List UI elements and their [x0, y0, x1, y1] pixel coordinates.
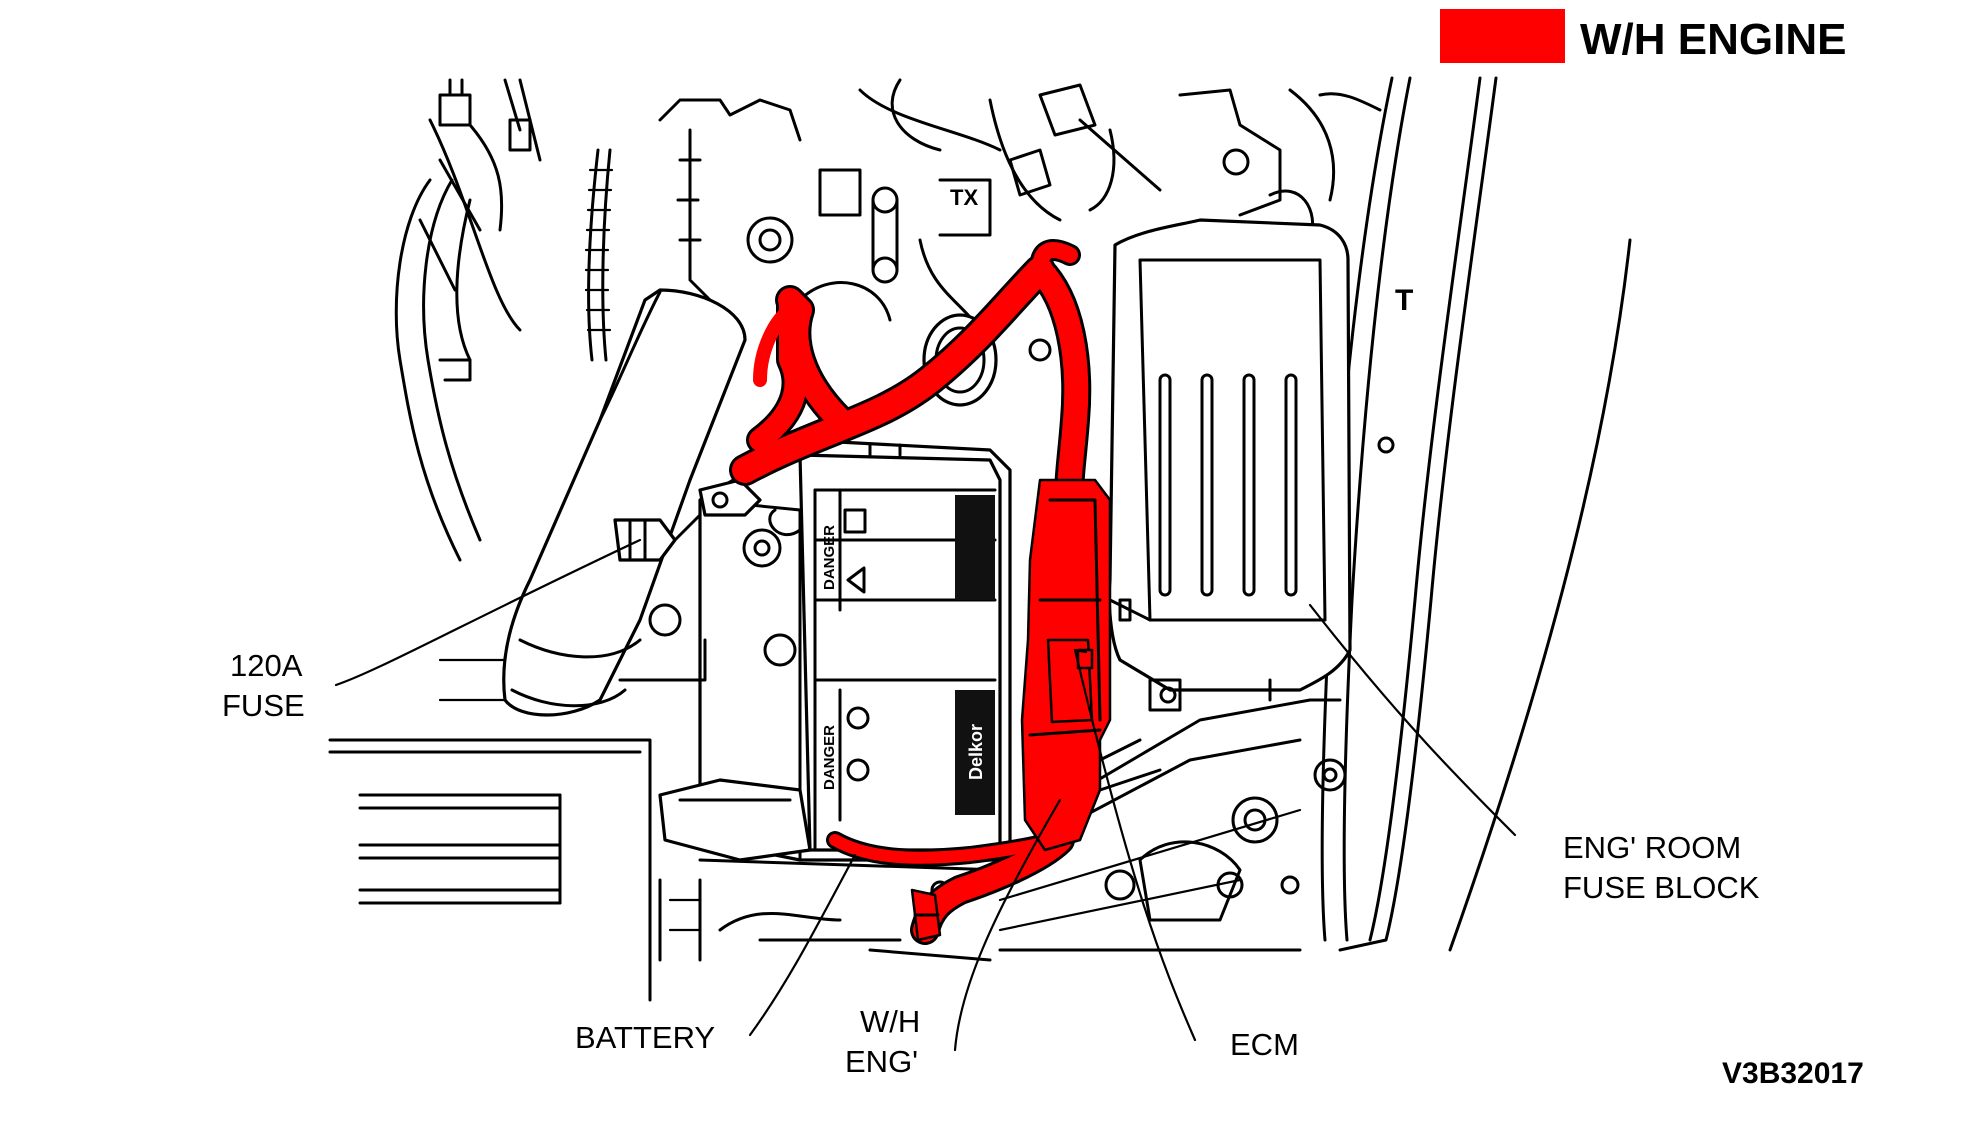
legend-label: W/H ENGINE — [1580, 15, 1846, 64]
battery-brand: Delkor — [966, 724, 986, 780]
figure-id: V3B32017 — [1722, 1057, 1864, 1090]
engine-wiring-harness — [729, 239, 1112, 945]
engine-background: TX T — [328, 76, 1632, 1002]
battery: Delkor DANGER DANGER — [618, 438, 1012, 872]
danger-label-bottom: DANGER — [821, 725, 838, 790]
t-marking: T — [1395, 284, 1413, 317]
leader-lines — [334, 538, 1517, 1052]
engine-room-fuse-block — [1107, 218, 1352, 712]
danger-label-top: DANGER — [821, 525, 838, 590]
label-120a-fuse-line1: 120A — [230, 648, 303, 683]
tx-marking: TX — [950, 185, 978, 210]
legend: W/H ENGINE — [1440, 9, 1846, 64]
label-120a-fuse-line2: FUSE — [222, 688, 305, 723]
label-eng-room-fuse-block-line1: ENG' ROOM — [1563, 830, 1741, 865]
legend-swatch — [1440, 9, 1565, 63]
battery-label-block-top — [955, 495, 995, 600]
label-wh-eng-line2: ENG' — [845, 1044, 918, 1079]
callout-labels: 120A FUSE BATTERY W/H ENG' ECM ENG' ROOM… — [222, 648, 1864, 1090]
label-wh-eng-line1: W/H — [860, 1004, 920, 1039]
battery-brand-panel — [955, 690, 995, 815]
label-eng-room-fuse-block-line2: FUSE BLOCK — [1563, 870, 1760, 905]
fuse-120a — [613, 478, 762, 562]
label-battery: BATTERY — [575, 1020, 715, 1055]
label-ecm: ECM — [1230, 1027, 1299, 1062]
intake-duct — [502, 288, 747, 717]
